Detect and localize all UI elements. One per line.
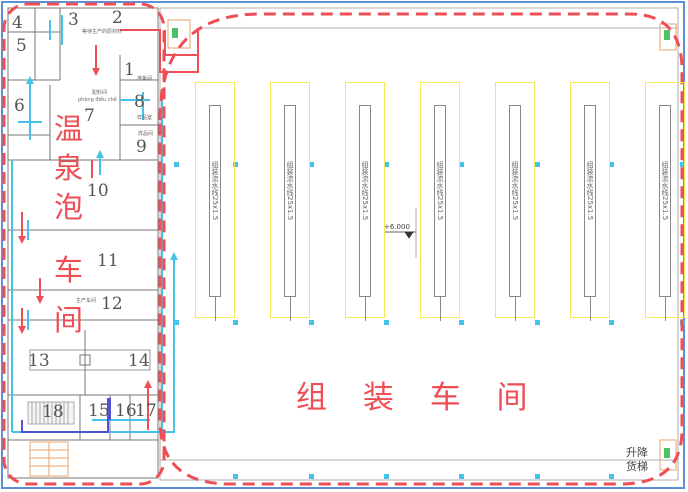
room-18-label: 18: [42, 402, 64, 422]
assembly-line-label: 组装流水线25x1.5: [586, 161, 594, 221]
assembly-line-tail: [515, 297, 516, 321]
freight-lift-label: 升降货梯: [626, 446, 648, 473]
room-6-label: 6: [14, 96, 25, 116]
room-5-label: 5: [16, 36, 27, 56]
assembly-line: 组装流水线25x1.5: [420, 82, 460, 321]
assembly-line-label: 组装流水线25x1.5: [661, 161, 669, 221]
assembly-workshop-label: 组 装 车 间: [296, 380, 541, 416]
assembly-zone-border: [158, 12, 684, 486]
hot-spring-label-char-4: 车: [54, 253, 84, 287]
room-14-label: 14: [128, 351, 150, 371]
assembly-line-tail: [215, 297, 216, 321]
room-4-label: 4: [12, 13, 23, 33]
assembly-line-tail: [590, 297, 591, 321]
hot-spring-zone-border: [2, 2, 166, 486]
room-15-label: 15: [88, 401, 110, 421]
hot-spring-label-char-3: 泡: [54, 190, 84, 224]
assembly-line-label: 组装流水线25x1.5: [211, 161, 219, 221]
assembly-line: 组装流水线25x1.5: [570, 82, 610, 321]
assembly-line: 组装流水线25x1.5: [195, 82, 235, 321]
assembly-line-conveyor: [584, 105, 596, 297]
assembly-line-label: 组装流水线25x1.5: [511, 161, 519, 221]
assembly-line-label: 组装流水线25x1.5: [436, 161, 444, 221]
room-13-label: 13: [28, 351, 50, 371]
room-11-label: 11: [97, 251, 119, 271]
assembly-line: 组装流水线25x1.5: [345, 82, 385, 321]
assembly-line: 组装流水线25x1.5: [645, 82, 685, 321]
assembly-line-conveyor: [509, 105, 521, 297]
assembly-line-label: 组装流水线25x1.5: [286, 161, 294, 221]
hot-spring-label-char-5: 间: [54, 303, 84, 337]
assembly-line: 组装流水线25x1.5: [495, 82, 535, 321]
room-7-pinyin: phòng điều chế: [78, 97, 117, 103]
assembly-line-tail: [290, 297, 291, 321]
assembly-line-tail: [440, 297, 441, 321]
room-7-caption: 配料间: [92, 90, 108, 96]
assembly-line-tail: [665, 297, 666, 321]
hot-spring-label-char-2: 泉: [54, 151, 84, 185]
red-arrowheads: [18, 68, 152, 388]
room-12-caption: 生产车间: [76, 298, 97, 304]
room-1-caption: 准备间: [137, 76, 153, 82]
room-9-label: 9: [136, 137, 147, 157]
assembly-line-conveyor: [284, 105, 296, 297]
assembly-line-label: 组装流水线25x1.5: [361, 161, 369, 221]
assembly-line-conveyor: [359, 105, 371, 297]
stairs: [29, 441, 69, 477]
assembly-line-tail: [365, 297, 366, 321]
left-building-walls: [7, 7, 159, 479]
room-10-label: 10: [87, 181, 109, 201]
fixture-18: [27, 401, 75, 425]
elevation-marker: [384, 208, 417, 258]
room-8-label: 8: [134, 92, 145, 112]
room-8-caption: 样品室: [137, 115, 153, 121]
room-17-label: 17: [135, 401, 157, 421]
blue-routes: [21, 398, 111, 433]
room-9-caption: 样品间: [138, 131, 154, 137]
assembly-line: 组装流水线25x1.5: [270, 82, 310, 321]
room-7-label: 7: [84, 106, 95, 126]
room-2-label: 2: [112, 8, 123, 28]
assembly-line-conveyor: [209, 105, 221, 297]
green-symbols: [172, 28, 670, 458]
hot-spring-label-char-1: 温: [54, 112, 84, 146]
cyan-arrowheads: [26, 76, 178, 260]
room-12-label: 12: [101, 294, 123, 314]
room-16-label: 16: [115, 401, 137, 421]
room-2-caption: 等待生产的原材料: [82, 29, 123, 35]
elevation-label: +6.000: [384, 223, 410, 231]
room-1-label: 1: [124, 60, 135, 80]
assembly-line-conveyor: [434, 105, 446, 297]
room-3-label: 3: [68, 10, 79, 30]
assembly-line-conveyor: [659, 105, 671, 297]
